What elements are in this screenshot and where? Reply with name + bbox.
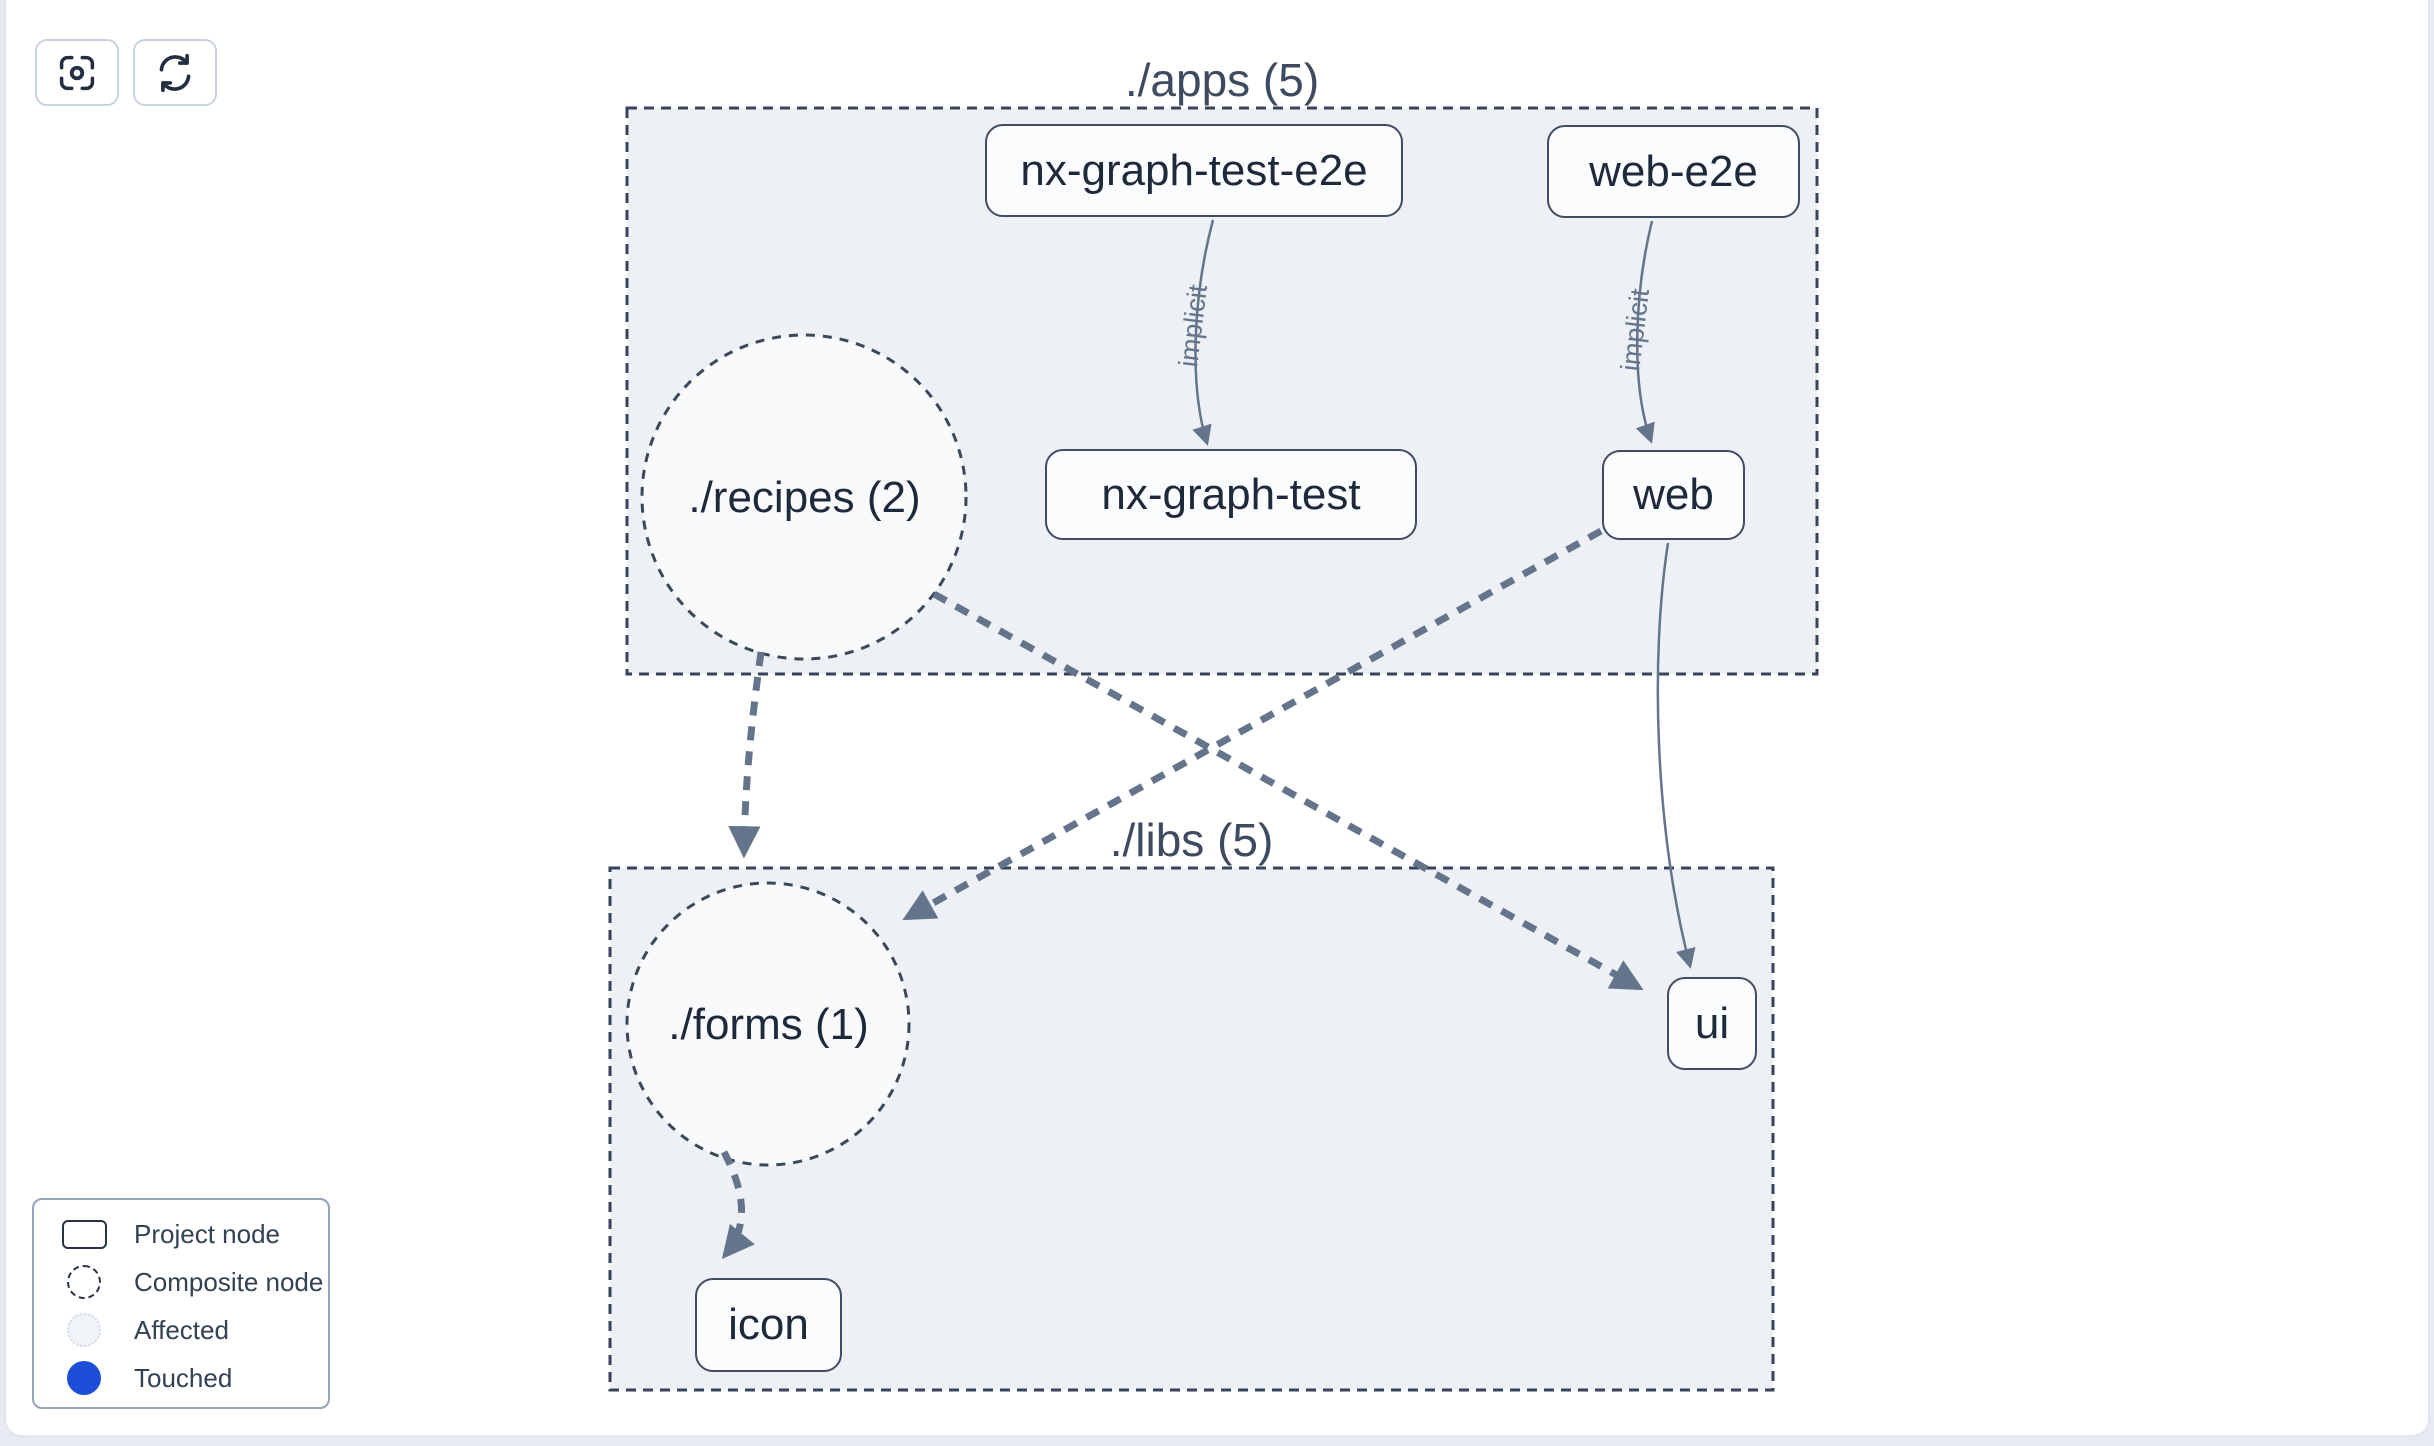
node-ui[interactable]: ui: [1667, 977, 1757, 1070]
node-nx-graph-test-e2e[interactable]: nx-graph-test-e2e: [985, 124, 1403, 217]
group-label-libs: ./libs (5): [1109, 814, 1274, 866]
affected-swatch-icon: [67, 1313, 101, 1347]
node-label: web: [1633, 470, 1714, 519]
node-label: nx-graph-test: [1101, 469, 1361, 519]
edge-web-e2e-to-web[interactable]: [1635, 220, 1655, 444]
project-node-swatch-icon: [61, 1219, 107, 1249]
legend-item-affected: Affected: [34, 1306, 328, 1354]
edge-recipes-to-ui[interactable]: [932, 590, 1644, 991]
node-icon[interactable]: icon: [695, 1278, 842, 1372]
node-nx-graph-test[interactable]: nx-graph-test: [1045, 449, 1417, 540]
legend-label: Touched: [134, 1362, 233, 1393]
node-web[interactable]: web: [1602, 450, 1745, 540]
refresh-button[interactable]: [133, 39, 217, 106]
refresh-icon: [159, 53, 191, 92]
legend: Project node Composite node Affected Tou…: [32, 1198, 330, 1409]
node-label: web-e2e: [1589, 146, 1758, 196]
legend-item-project-node: Project node: [34, 1210, 328, 1258]
edge-web-to-ui[interactable]: [1656, 542, 1696, 969]
focus-button[interactable]: [35, 39, 119, 106]
focus-icon: [59, 55, 95, 90]
composite-node-recipes-circle[interactable]: [640, 333, 968, 661]
node-label: icon: [728, 1300, 809, 1349]
legend-item-composite-node: Composite node: [34, 1258, 328, 1306]
group-label-apps: ./apps (5): [1124, 54, 1320, 106]
edge-web-to-forms[interactable]: [902, 527, 1603, 921]
legend-label: Composite node: [134, 1266, 324, 1297]
node-web-e2e[interactable]: web-e2e: [1547, 125, 1800, 218]
legend-label: Project node: [134, 1218, 280, 1249]
edge-nx-graph-test-e2e-to-nx-graph-test[interactable]: [1192, 219, 1215, 446]
legend-item-touched: Touched: [34, 1354, 328, 1402]
node-label: ui: [1694, 998, 1730, 1048]
node-label: nx-graph-test-e2e: [1020, 145, 1368, 195]
legend-label: Affected: [134, 1314, 229, 1345]
touched-swatch-icon: [67, 1361, 101, 1395]
composite-node-swatch-icon: [67, 1265, 101, 1299]
composite-node-forms-circle[interactable]: [625, 881, 911, 1167]
edge-forms-to-icon[interactable]: [720, 1150, 755, 1259]
